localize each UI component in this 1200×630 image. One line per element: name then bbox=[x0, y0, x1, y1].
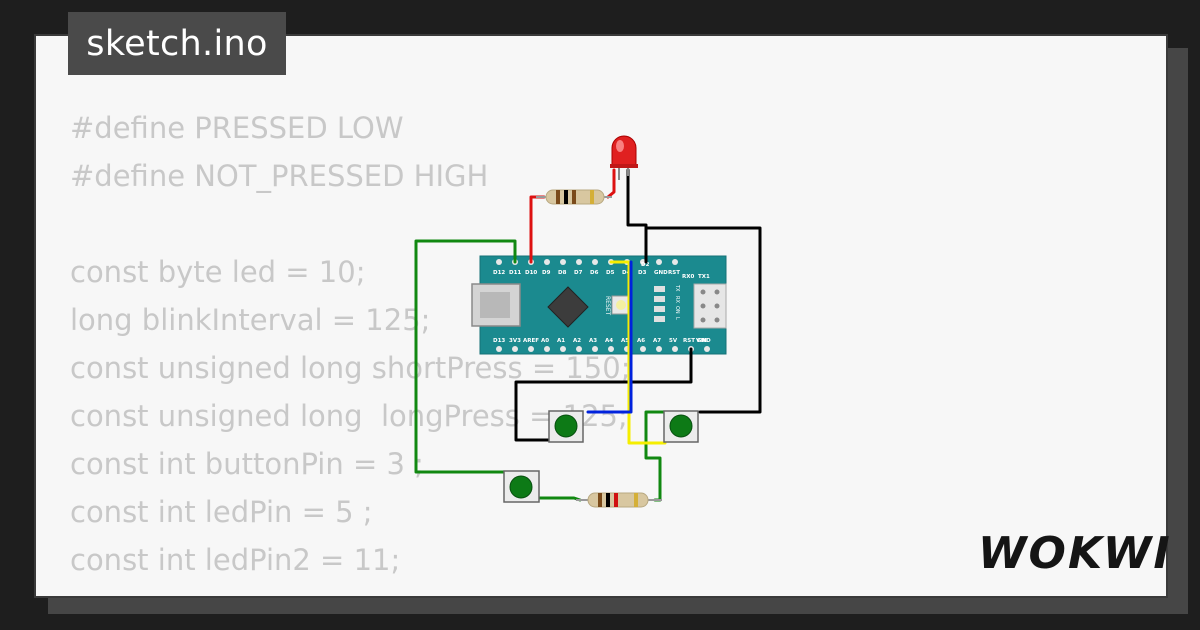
pin-label: D7 bbox=[574, 270, 583, 276]
pin-label: D2 bbox=[641, 262, 650, 268]
code-line: const byte led = 10; bbox=[70, 255, 366, 289]
wire-green-d11[interactable] bbox=[414, 239, 517, 474]
pin-label: VIN bbox=[696, 338, 707, 344]
pin-label: RST bbox=[683, 338, 695, 344]
pin-label: D5 bbox=[606, 270, 615, 276]
pin-label: 5V bbox=[669, 338, 678, 344]
pin-label: D6 bbox=[590, 270, 599, 276]
icsp-header bbox=[693, 283, 727, 329]
code-line: const unsigned long shortPress = 150; bbox=[70, 351, 631, 385]
pin-label: A5 bbox=[621, 338, 629, 344]
pin-label: A0 bbox=[541, 338, 549, 344]
rx-label: RX bbox=[674, 296, 680, 303]
on-label: ON bbox=[674, 306, 680, 314]
pin-label: A3 bbox=[589, 338, 597, 344]
l-label: L bbox=[674, 317, 680, 320]
pin-label: A2 bbox=[573, 338, 581, 344]
arduino-nano-board[interactable]: RESET TX RX ON L D12 D11 D10 D9 bbox=[471, 255, 727, 355]
code-line: const int ledPin = 5 ; bbox=[70, 495, 373, 529]
pin-label: D10 bbox=[525, 270, 537, 276]
pin-label: A4 bbox=[605, 338, 613, 344]
pin-label: 3V3 bbox=[509, 338, 521, 344]
pin-label: RX0 bbox=[682, 274, 694, 280]
code-line: const unsigned long longPress = 125; bbox=[70, 399, 628, 433]
code-line: ... bbox=[70, 584, 630, 596]
pin-label: TX1 bbox=[698, 274, 710, 280]
file-name-tab[interactable]: sketch.ino bbox=[68, 12, 286, 75]
pushbutton-left[interactable] bbox=[548, 410, 584, 443]
pin-label: D13 bbox=[493, 338, 505, 344]
pin-label: RST bbox=[668, 270, 680, 276]
wire-blue[interactable] bbox=[586, 260, 633, 414]
pin-label: A7 bbox=[653, 338, 661, 344]
pin-label: A6 bbox=[637, 338, 645, 344]
pin-label: D11 bbox=[509, 270, 521, 276]
pin-label: D4 bbox=[622, 270, 631, 276]
wokwi-logo: WOKWI bbox=[978, 528, 1172, 579]
pin-label: GND bbox=[654, 270, 668, 276]
code-line: const int ledPin2 = 11; bbox=[70, 543, 401, 577]
code-line: #define NOT_PRESSED HIGH bbox=[70, 159, 489, 193]
tx-label: TX bbox=[674, 284, 680, 292]
wire-red[interactable] bbox=[529, 195, 546, 264]
code-line: long blinkInterval = 125; bbox=[70, 303, 431, 337]
wire-green-resistor[interactable] bbox=[644, 410, 667, 502]
rx-led bbox=[654, 296, 665, 302]
code-line: const int buttonPin = 3 ; bbox=[70, 447, 424, 481]
l-led bbox=[654, 316, 665, 322]
wire-green-button[interactable] bbox=[538, 496, 582, 502]
wire-yellow[interactable] bbox=[609, 260, 667, 445]
code-preview: #define PRESSED LOW #define NOT_PRESSED H… bbox=[70, 104, 631, 596]
code-line: #define PRESSED LOW bbox=[70, 111, 404, 145]
resistor-bottom[interactable] bbox=[576, 492, 662, 508]
pin-label: AREF bbox=[523, 338, 539, 344]
wire-black-right[interactable] bbox=[644, 226, 762, 414]
red-led[interactable] bbox=[610, 135, 638, 180]
wire-black-led-gnd[interactable] bbox=[626, 168, 648, 264]
pushbutton-right[interactable] bbox=[663, 410, 699, 443]
pushbutton-bottom[interactable] bbox=[503, 470, 540, 503]
resistor-top[interactable] bbox=[536, 189, 612, 205]
pin-label: GND bbox=[697, 338, 711, 344]
on-led bbox=[654, 306, 665, 312]
pin-label: D8 bbox=[558, 270, 567, 276]
pin-label: D3 bbox=[638, 270, 647, 276]
wire-black-left[interactable] bbox=[514, 347, 693, 442]
tx-led bbox=[654, 286, 665, 292]
wire-red-led[interactable] bbox=[606, 168, 616, 199]
microcontroller-chip bbox=[547, 286, 589, 328]
pin-label: D9 bbox=[542, 270, 551, 276]
pin-label: A1 bbox=[557, 338, 565, 344]
pin-label: D12 bbox=[493, 270, 505, 276]
reset-label: RESET bbox=[604, 296, 611, 316]
